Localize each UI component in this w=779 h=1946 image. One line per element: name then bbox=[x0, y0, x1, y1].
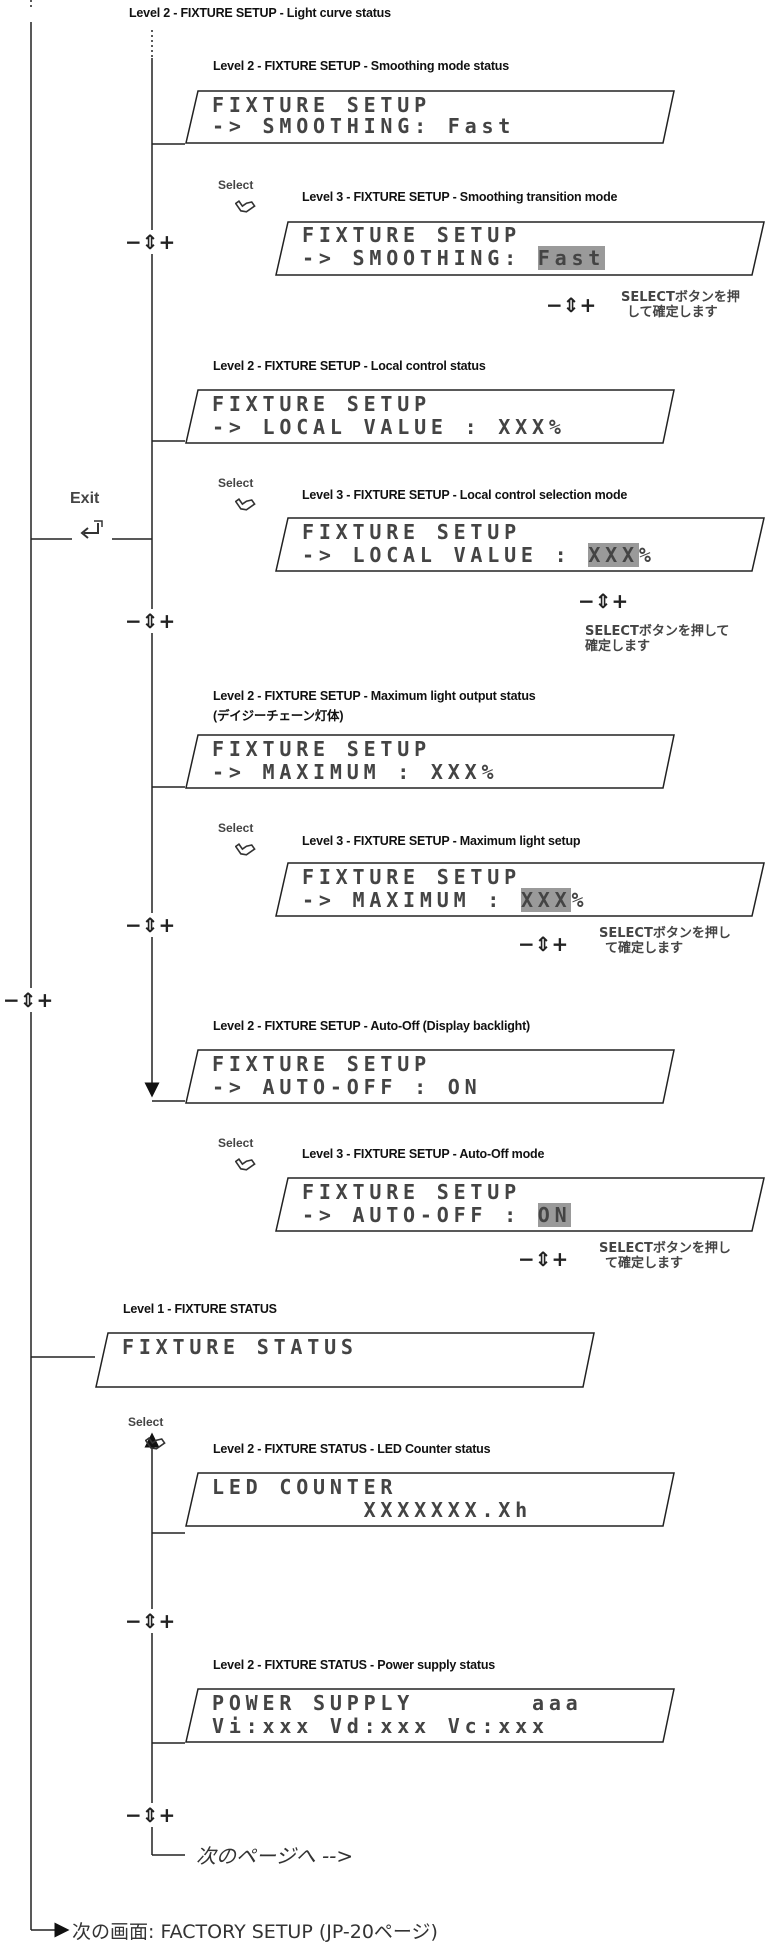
display-line-2: Vi:xxx Vd:xxx Vc:xxx bbox=[212, 1714, 549, 1738]
next-screen-footer: 次の画面: FACTORY SETUP (JP-20ページ) bbox=[72, 1921, 438, 1943]
select-label: Select bbox=[218, 476, 254, 490]
select-button-icon bbox=[235, 843, 256, 856]
select-button-icon bbox=[235, 1158, 256, 1171]
local-mode-display: FIXTURE SETUP -> LOCAL VALUE : XXX% bbox=[275, 517, 765, 572]
confirm-instruction: SELECTボタンを押して確定します bbox=[599, 926, 731, 956]
maximum-status-display: FIXTURE SETUP -> MAXIMUM : XXX% bbox=[185, 734, 675, 789]
confirm-nav-icon: −⇕+ bbox=[518, 1247, 569, 1271]
display-line-1: FIXTURE SETUP bbox=[302, 520, 521, 544]
display-line-1: FIXTURE SETUP bbox=[212, 392, 431, 416]
display-line-1: FIXTURE SETUP bbox=[212, 1052, 431, 1076]
display-line-1: LED COUNTER bbox=[212, 1475, 398, 1499]
selected-value: Fast bbox=[537, 246, 606, 270]
display-line-1: FIXTURE SETUP bbox=[302, 1180, 521, 1204]
exit-button-icon bbox=[80, 520, 103, 539]
autooff-mode-heading: Level 3 - FIXTURE SETUP - Auto-Off mode bbox=[302, 1147, 545, 1161]
select-label: Select bbox=[218, 178, 254, 192]
confirm-instruction: SELECTボタンを押して確定します bbox=[621, 290, 740, 320]
confirm-instruction: SELECTボタンを押して確定します bbox=[585, 624, 730, 654]
maximum-status-subheading: (デイジーチェーン灯体) bbox=[213, 709, 344, 723]
nav-minus-plus-icon: −⇕+ bbox=[125, 609, 176, 633]
select-label: Select bbox=[128, 1415, 164, 1429]
local-mode-heading: Level 3 - FIXTURE SETUP - Local control … bbox=[302, 488, 628, 502]
nav-minus-plus-icon: −⇕+ bbox=[3, 988, 54, 1012]
display-line-2: -> AUTO-OFF : bbox=[302, 1203, 538, 1227]
display-line-1: POWER SUPPLY aaa bbox=[212, 1691, 583, 1715]
confirm-nav-icon: −⇕+ bbox=[518, 932, 569, 956]
maximum-status-heading: Level 2 - FIXTURE SETUP - Maximum light … bbox=[213, 689, 536, 703]
local-status-display: FIXTURE SETUP -> LOCAL VALUE : XXX% bbox=[185, 389, 675, 444]
display-line-2: XXXXXXX.Xh bbox=[212, 1498, 532, 1522]
led-counter-heading: Level 2 - FIXTURE STATUS - LED Counter s… bbox=[213, 1442, 491, 1456]
display-line-1: FIXTURE STATUS bbox=[122, 1335, 358, 1359]
display-line-1: FIXTURE SETUP bbox=[302, 223, 521, 247]
smoothing-status-display: FIXTURE SETUP -> SMOOTHING: Fast bbox=[185, 90, 675, 144]
display-line-2: -> MAXIMUM : bbox=[302, 888, 521, 912]
fixture-status-display: FIXTURE STATUS bbox=[95, 1332, 595, 1388]
select-button-icon bbox=[235, 200, 256, 213]
display-line-1: FIXTURE SETUP bbox=[302, 865, 521, 889]
power-supply-heading: Level 2 - FIXTURE STATUS - Power supply … bbox=[213, 1658, 496, 1672]
select-label: Select bbox=[218, 821, 254, 835]
nav-minus-plus-icon: −⇕+ bbox=[125, 230, 176, 254]
nav-minus-plus-icon: −⇕+ bbox=[125, 1609, 176, 1633]
select-button-icon bbox=[145, 1437, 166, 1450]
selected-value: XXX bbox=[588, 543, 639, 567]
confirm-nav-icon: −⇕+ bbox=[546, 293, 597, 317]
power-supply-display: POWER SUPPLY aaa Vi:xxx Vd:xxx Vc:xxx bbox=[185, 1688, 675, 1743]
maximum-mode-heading: Level 3 - FIXTURE SETUP - Maximum light … bbox=[302, 834, 581, 848]
autooff-status-heading: Level 2 - FIXTURE SETUP - Auto-Off (Disp… bbox=[213, 1019, 531, 1033]
select-button-icon bbox=[235, 498, 256, 511]
selected-value: XXX bbox=[520, 888, 572, 912]
display-line-2: -> MAXIMUM : XXX% bbox=[212, 760, 499, 784]
display-line-2: -> LOCAL VALUE : XXX% bbox=[212, 415, 566, 439]
display-line-1: FIXTURE SETUP bbox=[212, 93, 431, 117]
select-label: Select bbox=[218, 1136, 254, 1150]
next-page-note: 次のページへ --> bbox=[196, 1844, 354, 1868]
smoothing-mode-display: FIXTURE SETUP -> SMOOTHING: Fast bbox=[275, 221, 765, 276]
fixture-status-heading: Level 1 - FIXTURE STATUS bbox=[123, 1302, 277, 1316]
local-status-heading: Level 2 - FIXTURE SETUP - Local control … bbox=[213, 359, 486, 373]
smoothing-status-heading: Level 2 - FIXTURE SETUP - Smoothing mode… bbox=[213, 59, 509, 73]
display-line-2: -> SMOOTHING: bbox=[302, 246, 538, 270]
exit-label: Exit bbox=[70, 490, 100, 507]
display-line-2: -> AUTO-OFF : ON bbox=[212, 1075, 482, 1099]
display-line-2: -> LOCAL VALUE : bbox=[302, 543, 589, 567]
led-counter-display: LED COUNTER XXXXXXX.Xh bbox=[185, 1472, 675, 1527]
confirm-instruction: SELECTボタンを押して確定します bbox=[599, 1241, 731, 1271]
maximum-mode-display: FIXTURE SETUP -> MAXIMUM : XXX% bbox=[275, 862, 765, 917]
autooff-status-display: FIXTURE SETUP -> AUTO-OFF : ON bbox=[185, 1049, 675, 1104]
confirm-nav-icon: −⇕+ bbox=[578, 589, 629, 613]
light-curve-status-heading: Level 2 - FIXTURE SETUP - Light curve st… bbox=[129, 6, 391, 20]
autooff-mode-display: FIXTURE SETUP -> AUTO-OFF : ON bbox=[275, 1177, 765, 1232]
display-line-2: -> SMOOTHING: Fast bbox=[212, 114, 516, 138]
selected-value: ON bbox=[537, 1203, 572, 1227]
display-line-1: FIXTURE SETUP bbox=[212, 737, 431, 761]
smoothing-mode-heading: Level 3 - FIXTURE SETUP - Smoothing tran… bbox=[302, 190, 618, 204]
nav-minus-plus-icon: −⇕+ bbox=[125, 913, 176, 937]
nav-minus-plus-icon: −⇕+ bbox=[125, 1803, 176, 1827]
